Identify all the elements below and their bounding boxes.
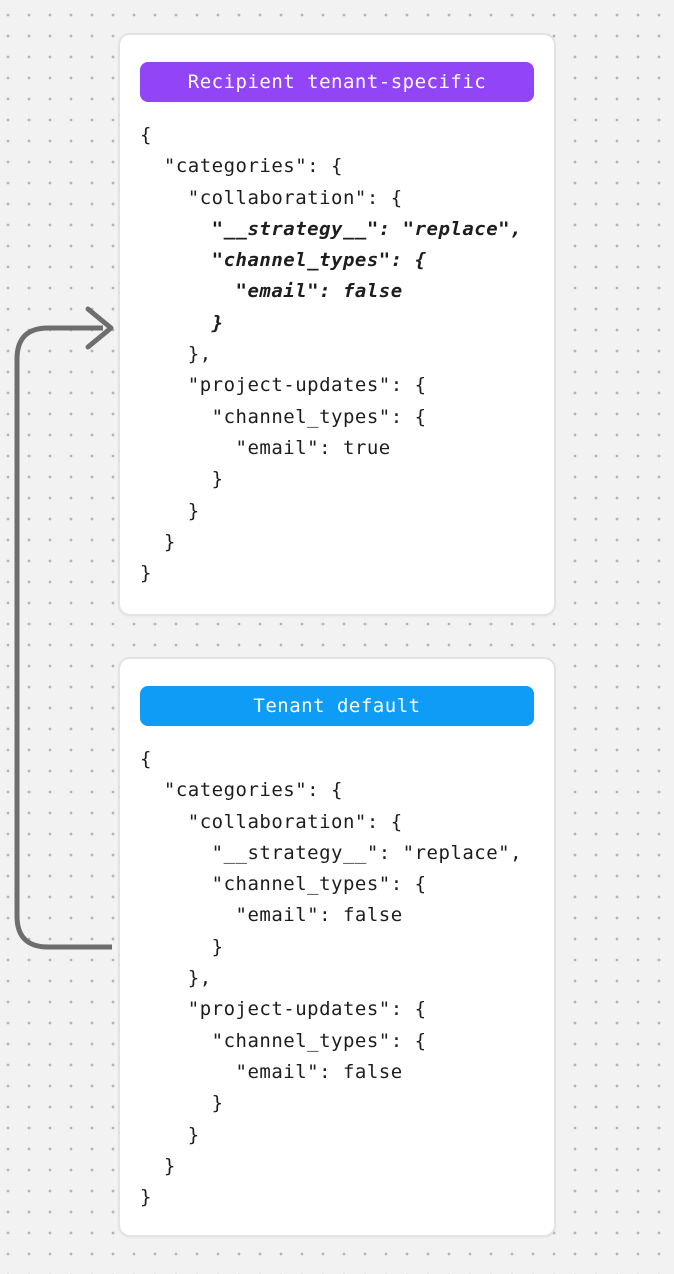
code-line: }, bbox=[140, 343, 212, 366]
code-line: "project-updates": { bbox=[140, 374, 427, 397]
code-line: }, bbox=[140, 967, 212, 990]
code-line: "channel_types": { bbox=[140, 405, 427, 428]
code-line: { bbox=[140, 748, 152, 770]
code-line: "channel_types": { bbox=[140, 873, 427, 896]
code-line: } bbox=[140, 530, 176, 553]
code-line: "email": false bbox=[140, 1060, 403, 1083]
json-code-recipient-tenant-specific: { "categories": { "collaboration": { "__… bbox=[140, 120, 534, 589]
card-recipient-tenant-specific: Recipient tenant-specific { "categories"… bbox=[118, 33, 556, 616]
code-line: } bbox=[140, 1154, 176, 1177]
badge-tenant-default: Tenant default bbox=[140, 686, 534, 726]
code-line: "email": true bbox=[140, 436, 391, 459]
code-line: } bbox=[140, 1186, 152, 1209]
code-line: "categories": { bbox=[140, 155, 343, 178]
code-line: "email": false bbox=[140, 280, 403, 303]
code-line: "project-updates": { bbox=[140, 998, 427, 1021]
card-tenant-default: Tenant default { "categories": { "collab… bbox=[118, 657, 556, 1237]
code-line: "categories": { bbox=[140, 779, 343, 802]
code-line: { bbox=[140, 124, 152, 146]
code-line: "__strategy__": "replace", bbox=[140, 217, 523, 240]
json-code-tenant-default: { "categories": { "collaboration": { "__… bbox=[140, 744, 534, 1213]
code-line: } bbox=[140, 468, 224, 491]
code-line: "collaboration": { bbox=[140, 810, 403, 833]
code-line: } bbox=[140, 1123, 200, 1146]
code-line: } bbox=[140, 935, 224, 958]
code-line: } bbox=[140, 311, 224, 334]
code-line: "__strategy__": "replace", bbox=[140, 841, 523, 864]
merge-arrow-head-icon bbox=[85, 306, 114, 350]
code-line: } bbox=[140, 499, 200, 522]
code-line: } bbox=[140, 562, 152, 585]
code-line: } bbox=[140, 1092, 224, 1115]
code-line: "channel_types": { bbox=[140, 1029, 427, 1052]
merge-arrow-line bbox=[14, 325, 112, 950]
code-line: "collaboration": { bbox=[140, 186, 403, 209]
badge-recipient-tenant-specific: Recipient tenant-specific bbox=[140, 62, 534, 102]
code-line: "channel_types": { bbox=[140, 249, 427, 272]
code-line: "email": false bbox=[140, 904, 403, 927]
